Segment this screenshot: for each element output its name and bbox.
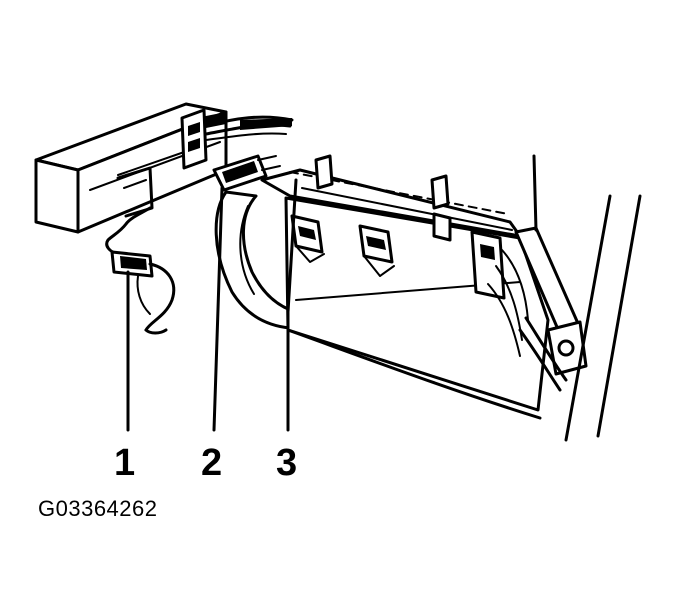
callout-1: 1 (114, 442, 135, 484)
figure-id-label: G03364262 (38, 496, 158, 521)
dash-assembly (214, 154, 642, 442)
callout-2: 2 (201, 442, 222, 484)
connector-1 (105, 206, 176, 335)
connector-2 (212, 154, 281, 192)
callout-3: 3 (276, 442, 297, 484)
leader-lines (126, 178, 298, 432)
control-unit-housing (34, 102, 294, 234)
